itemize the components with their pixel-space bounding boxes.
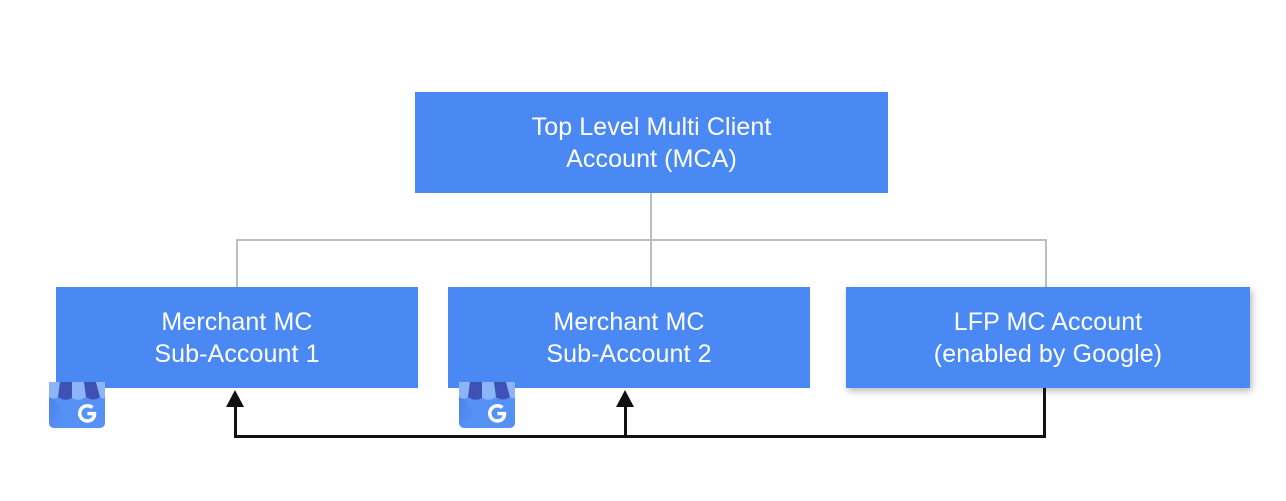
node-lfp-mc-account-line2: (enabled by Google)	[933, 339, 1163, 368]
node-top-level-mca: Top Level Multi Client Account (MCA)	[415, 92, 888, 193]
node-top-level-mca-line2: Account (MCA)	[566, 144, 737, 173]
connector-bus-to-sub2	[650, 239, 652, 288]
node-merchant-sub-account-1: Merchant MC Sub-Account 1	[56, 287, 418, 388]
node-lfp-mc-account-line1: LFP MC Account	[953, 307, 1143, 336]
node-lfp-mc-account: LFP MC Account (enabled by Google)	[846, 287, 1250, 388]
connector-mca-to-bus	[650, 193, 652, 241]
connector-bus-to-lfp	[1045, 239, 1047, 288]
google-business-profile-icon	[49, 382, 105, 428]
feedback-connector-bus	[234, 435, 1046, 438]
feedback-connector-to-sub1	[234, 400, 237, 436]
node-top-level-mca-line1: Top Level Multi Client	[531, 112, 772, 141]
node-merchant-sub-account-2-line2: Sub-Account 2	[546, 339, 712, 368]
node-merchant-sub-account-2: Merchant MC Sub-Account 2	[448, 287, 810, 388]
node-merchant-sub-account-2-line1: Merchant MC	[553, 307, 705, 336]
node-merchant-sub-account-1-line2: Sub-Account 1	[154, 339, 320, 368]
node-merchant-sub-account-1-line1: Merchant MC	[161, 307, 313, 336]
connector-bus-to-sub1	[236, 239, 238, 288]
arrowhead-to-sub1-icon	[226, 390, 244, 407]
feedback-connector-lfp-drop	[1043, 388, 1046, 438]
google-business-profile-icon	[459, 382, 515, 428]
connector-horizontal-bus	[236, 239, 1047, 241]
arrowhead-to-sub2-icon	[616, 390, 634, 407]
feedback-connector-to-sub2	[624, 400, 627, 436]
